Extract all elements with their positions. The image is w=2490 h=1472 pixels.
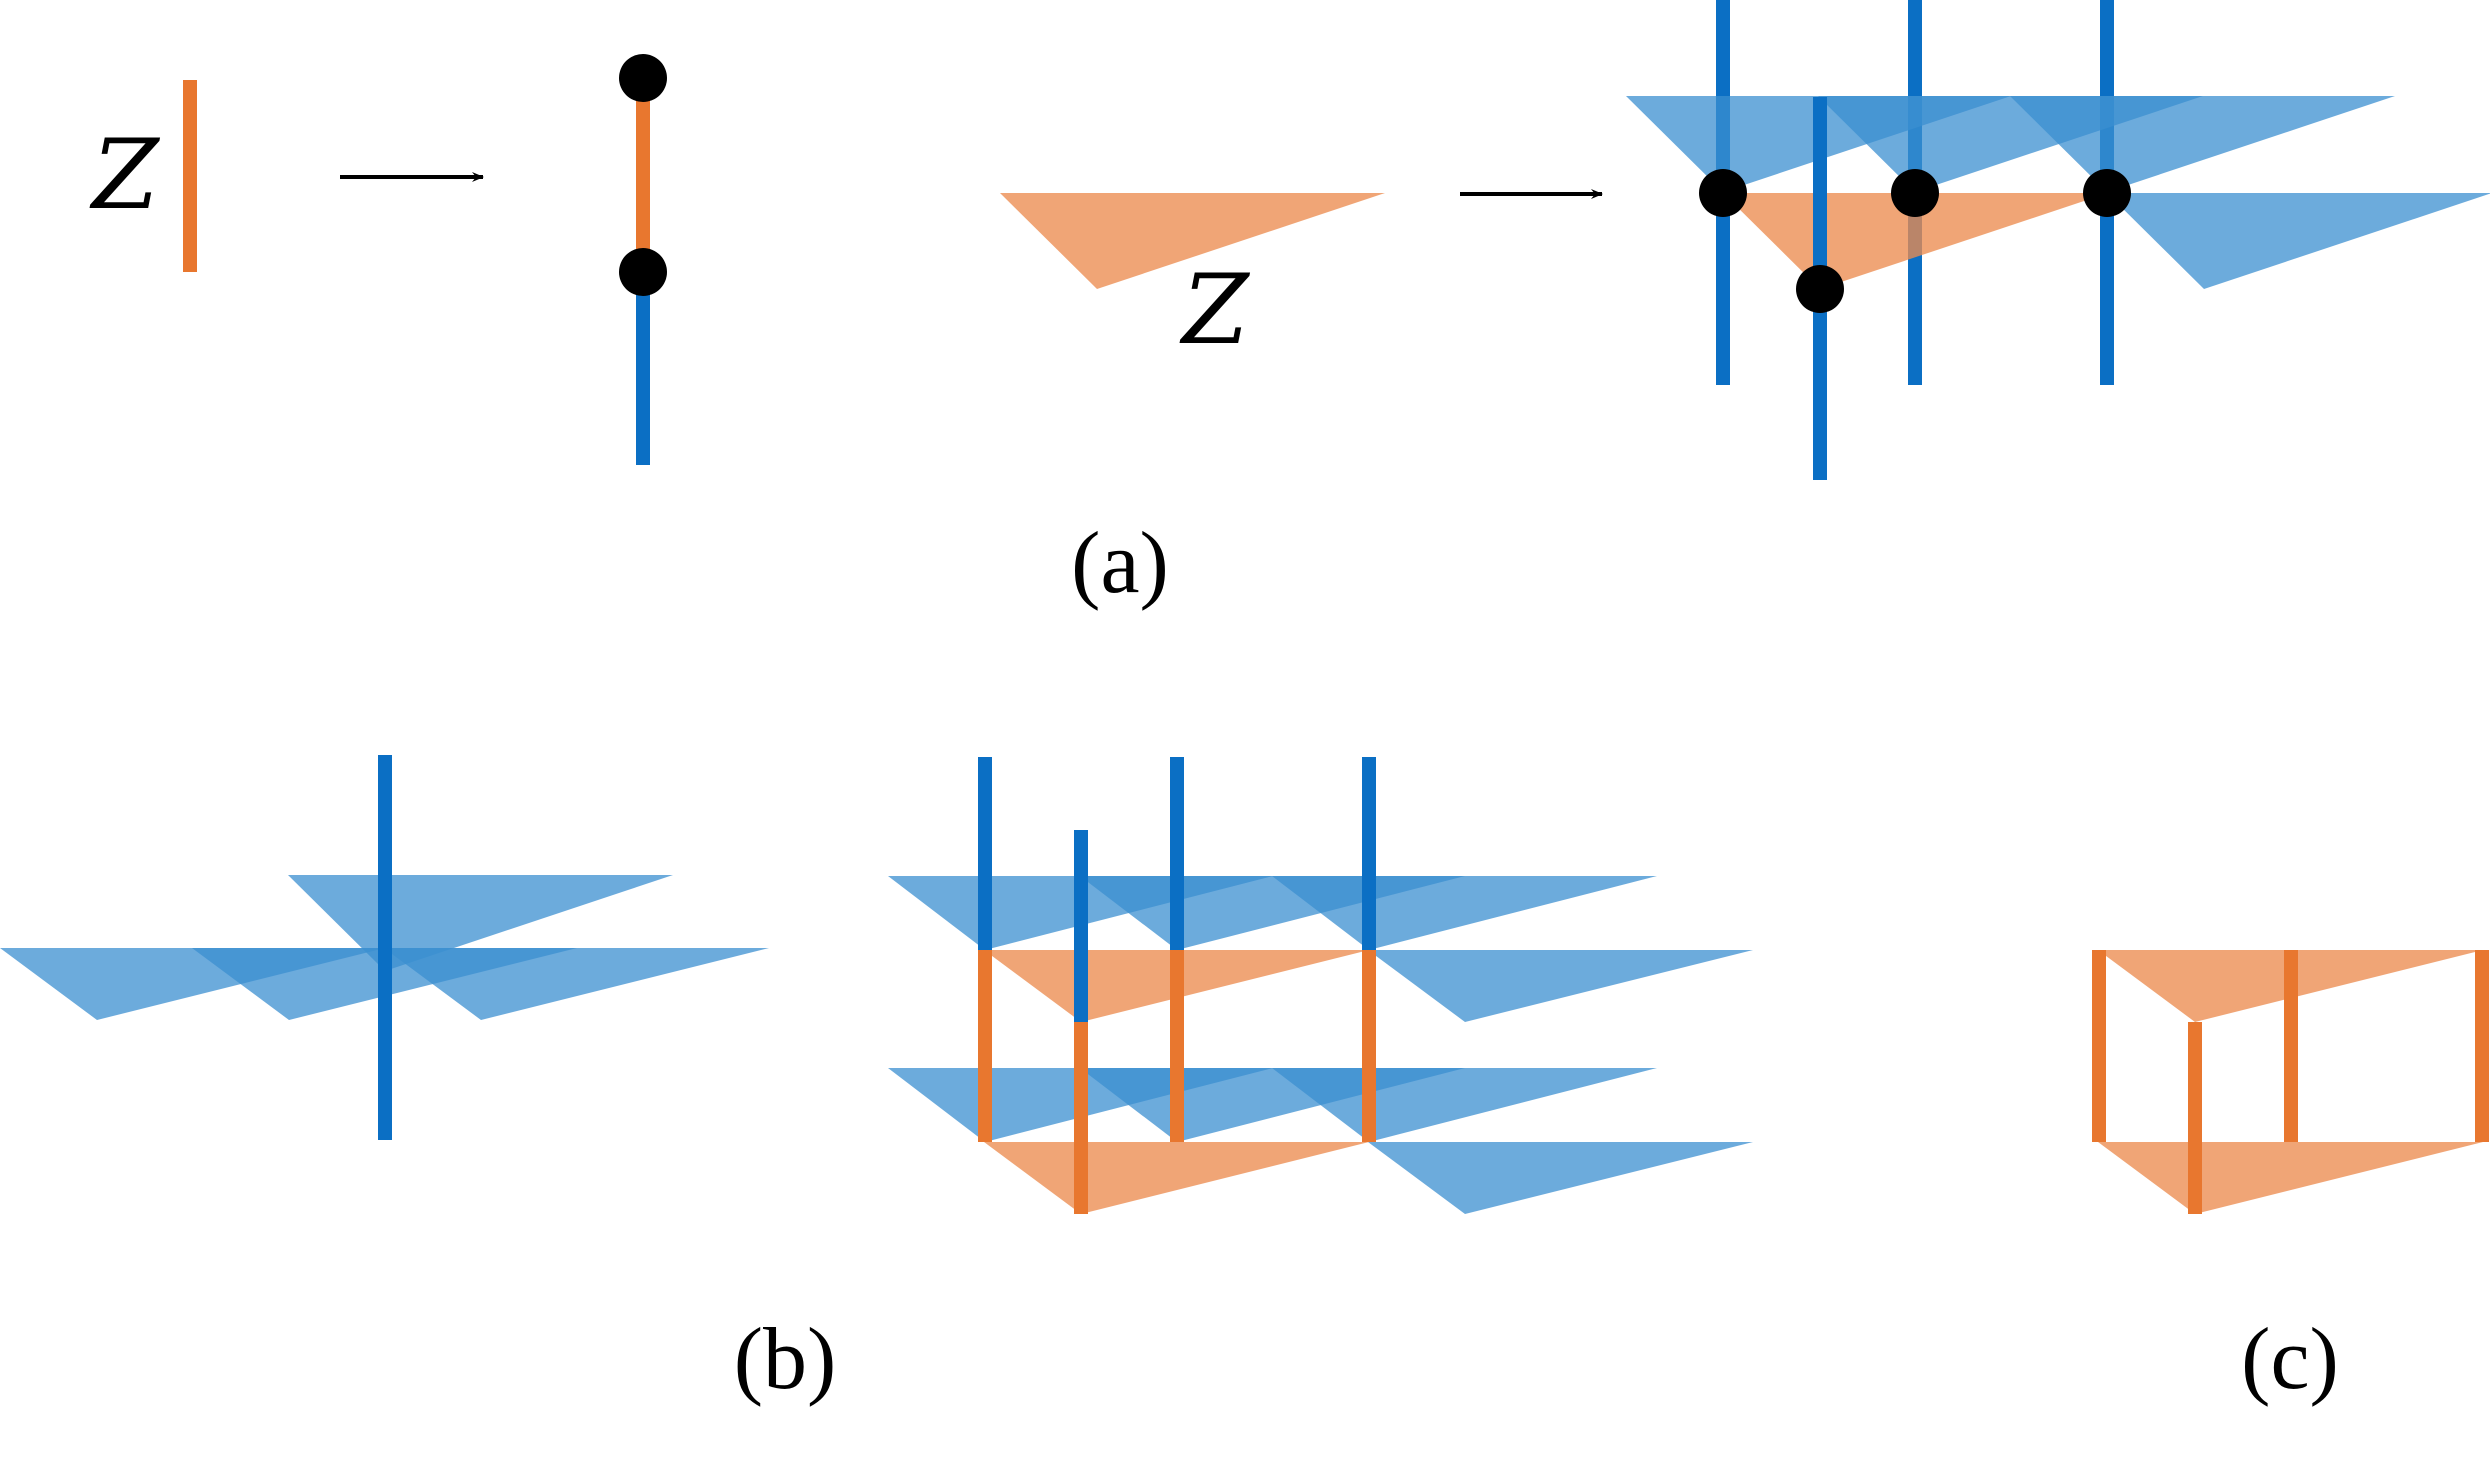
caption-b: (b) (734, 1311, 837, 1408)
panel-b: (b) (0, 755, 1753, 1408)
blue-face (1368, 950, 1753, 1022)
stacked-configuration (888, 757, 1753, 1214)
orange-face (1000, 193, 1385, 289)
blue-face (1272, 1068, 1657, 1142)
node-top (619, 54, 667, 102)
blue-face (384, 948, 769, 1020)
face-z-label: Z (1179, 254, 1251, 366)
blue-face (2010, 96, 2395, 192)
caption-c: (c) (2241, 1311, 2339, 1408)
panel-a: Z Z (a) (89, 0, 2490, 612)
node (1699, 169, 1747, 217)
edge-z-label: Z (89, 119, 161, 231)
orange-face (2098, 1142, 2483, 1214)
panel-c: (c) (2092, 950, 2489, 1408)
blue-face (2107, 193, 2490, 289)
node (1796, 265, 1844, 313)
caption-a: (a) (1071, 515, 1169, 612)
node (2083, 169, 2131, 217)
blue-face (1272, 876, 1657, 950)
node-bottom (619, 248, 667, 296)
orange-face (984, 1142, 1369, 1214)
blue-face (1368, 1142, 1753, 1214)
transformed-face (1626, 0, 2490, 480)
star-configuration (0, 755, 769, 1140)
node (1891, 169, 1939, 217)
